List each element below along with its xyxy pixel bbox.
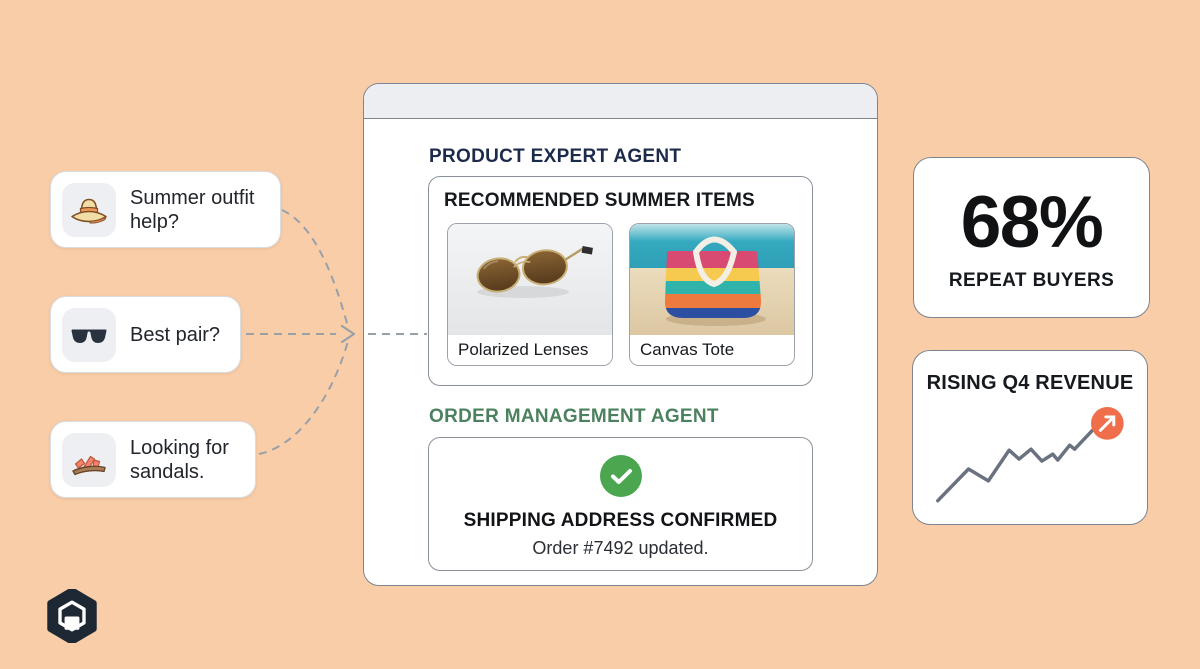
stat-label: REPEAT BUYERS <box>948 270 1115 291</box>
stat-card-rising-q4-revenue: RISING Q4 REVENUE <box>912 350 1148 525</box>
product-row: Polarized Lenses <box>447 223 797 366</box>
agent-app-window: PRODUCT EXPERT AGENT RECOMMENDED SUMMER … <box>363 83 878 586</box>
sunglasses-icon <box>62 307 116 362</box>
confirmation-subtitle: Order #7492 updated. <box>532 538 709 558</box>
product-label: Polarized Lenses <box>448 335 612 365</box>
product-card-canvas-tote: Canvas Tote <box>629 223 795 366</box>
connector-top <box>281 209 349 328</box>
check-circle-icon <box>599 455 642 497</box>
connector-bottom <box>258 340 349 455</box>
chat-bubble-text: Summer outfit help? <box>130 186 255 233</box>
sandal-icon <box>62 432 116 487</box>
product-card-polarized-lenses: Polarized Lenses <box>447 223 613 366</box>
chat-bubble-text: Best pair? <box>130 323 221 346</box>
hexagon-cube-logo <box>46 587 98 648</box>
stat-card-repeat-buyers: 68% REPEAT BUYERS <box>913 157 1150 318</box>
product-expert-agent-title: PRODUCT EXPERT AGENT <box>429 146 682 167</box>
shipping-confirmation-panel: SHIPPING ADDRESS CONFIRMED Order #7492 u… <box>428 437 813 571</box>
sun-hat-icon <box>62 182 116 237</box>
window-titlebar <box>364 84 877 119</box>
rainbow-striped-tote-photo <box>630 224 794 335</box>
recommendations-title: RECOMMENDED SUMMER ITEMS <box>444 190 755 211</box>
confirmation-title: SHIPPING ADDRESS CONFIRMED <box>463 510 778 531</box>
revenue-sparkline-chart <box>936 407 1124 503</box>
order-management-agent-title: ORDER MANAGEMENT AGENT <box>429 406 719 427</box>
stat-value: 68% <box>960 182 1104 263</box>
chat-bubble-sandals: Looking for sandals. <box>50 421 256 498</box>
product-label: Canvas Tote <box>630 335 794 365</box>
chat-bubble-summer-outfit: Summer outfit help? <box>50 171 281 248</box>
stat-card-title: RISING Q4 REVENUE <box>926 372 1134 394</box>
connector-arrowhead <box>340 324 356 344</box>
window-body: PRODUCT EXPERT AGENT RECOMMENDED SUMMER … <box>364 119 877 571</box>
recommendations-panel: RECOMMENDED SUMMER ITEMS <box>428 176 813 386</box>
aviator-sunglasses-photo <box>448 224 612 335</box>
chat-bubble-text: Looking for sandals. <box>130 436 229 483</box>
chat-bubble-best-pair: Best pair? <box>50 296 241 373</box>
sparkline-line <box>936 428 1095 503</box>
